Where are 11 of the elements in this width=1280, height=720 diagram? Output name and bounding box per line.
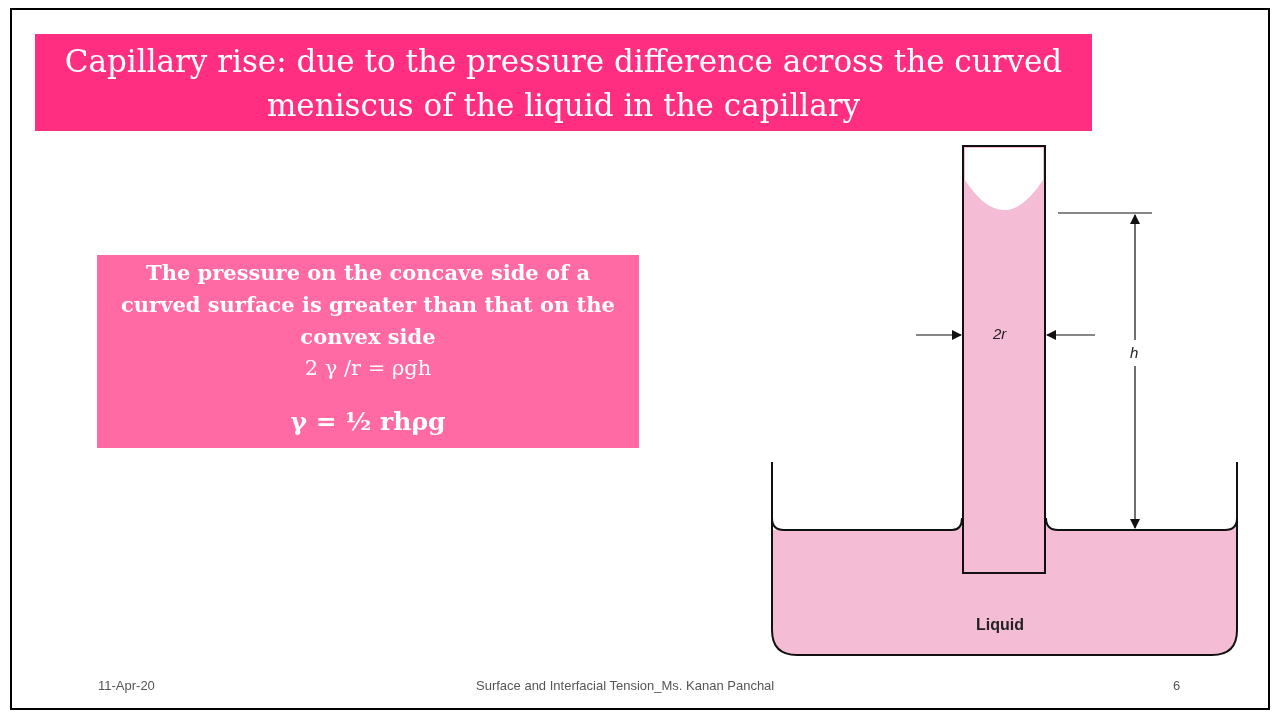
- equation-text: γ = ½ rhρg: [289, 407, 447, 437]
- footer-date: 11-Apr-20: [98, 678, 155, 693]
- text-box: [97, 255, 639, 448]
- slide-title: Capillary rise: due to the pressure difference across the curved meniscus of the liquid in the capillary: [35, 34, 1092, 131]
- part-label: Liquid: [976, 616, 1024, 634]
- dimension-label: 2r: [993, 325, 1007, 342]
- page-number: 6: [1173, 678, 1181, 693]
- statement-text: The pressure on the concave side of a curved surface is greater than that on the convex side: [120, 259, 616, 351]
- equation-text: 2 γ /r = ρgh: [303, 355, 433, 382]
- dimension-label: h: [1130, 344, 1139, 361]
- footer-text: Surface and Interfacial Tension_Ms. Kanan Panchal: [476, 678, 775, 693]
